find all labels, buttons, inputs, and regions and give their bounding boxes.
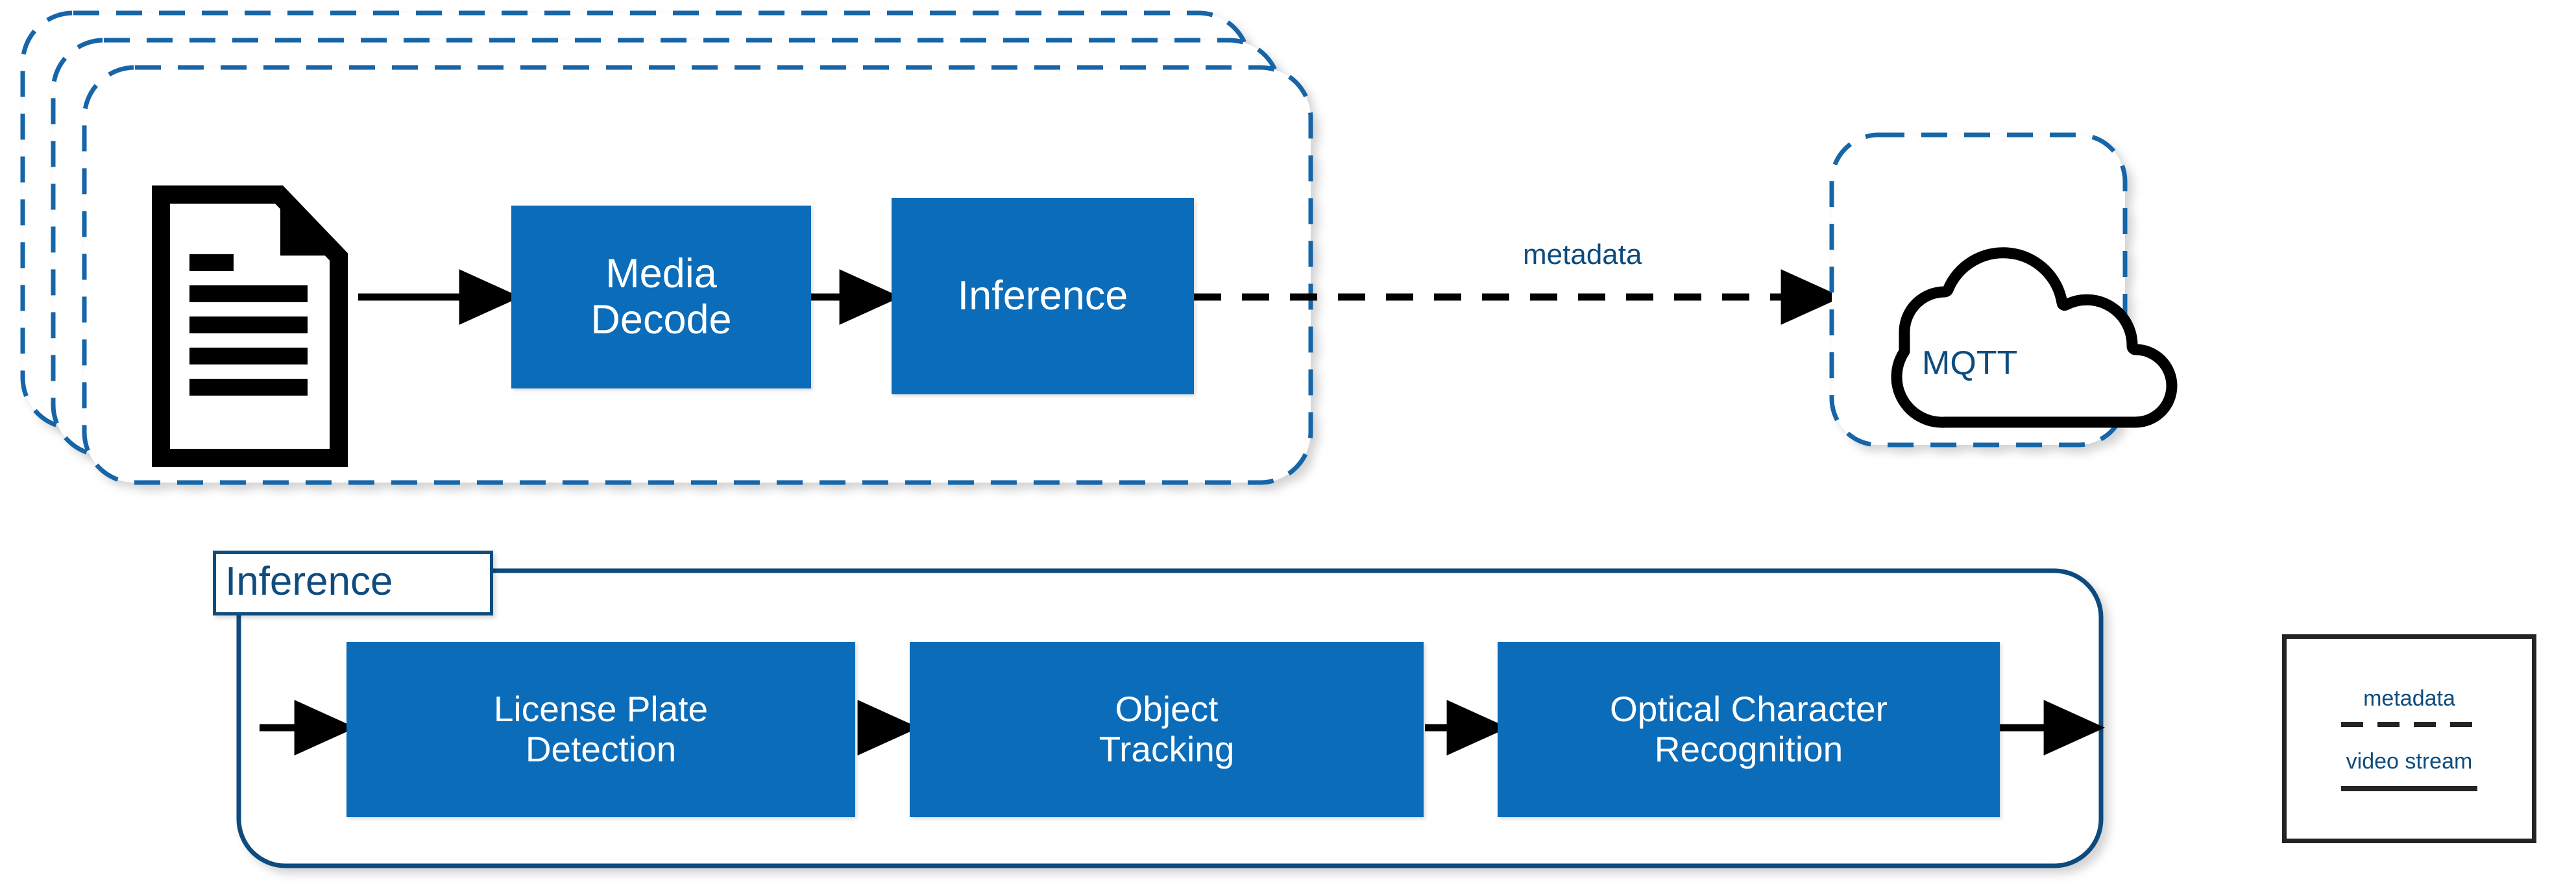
legend-item-metadata-label: metadata [2363,686,2455,711]
document-icon [152,185,348,467]
mqtt-label: MQTT [1922,344,2018,382]
stage-optical-character-recognition[interactable]: Optical Character Recognition [1498,642,2000,817]
legend-item-metadata-line [2341,722,2477,727]
stage-optical-character-recognition-label: Optical Character Recognition [1610,689,1888,769]
stage-license-plate-detection-label: License Plate Detection [493,689,709,769]
stage-inference-label: Inference [957,273,1128,319]
legend-box: metadata video stream [2282,634,2536,843]
cloud-icon [1891,247,2178,428]
stage-object-tracking[interactable]: Object Tracking [910,642,1424,817]
stage-media-decode[interactable]: Media Decode [511,206,811,388]
stage-inference[interactable]: Inference [892,198,1194,394]
legend-item-video-stream-line [2341,786,2477,791]
inference-group-caption[interactable]: Inference [213,551,493,615]
inference-group-caption-label: Inference [225,558,393,604]
legend-item-video-stream-label: video stream [2346,749,2473,774]
stage-media-decode-label: Media Decode [590,251,732,342]
stage-license-plate-detection[interactable]: License Plate Detection [346,642,855,817]
metadata-link-label: metadata [1523,239,1642,270]
stage-object-tracking-label: Object Tracking [1099,689,1235,769]
